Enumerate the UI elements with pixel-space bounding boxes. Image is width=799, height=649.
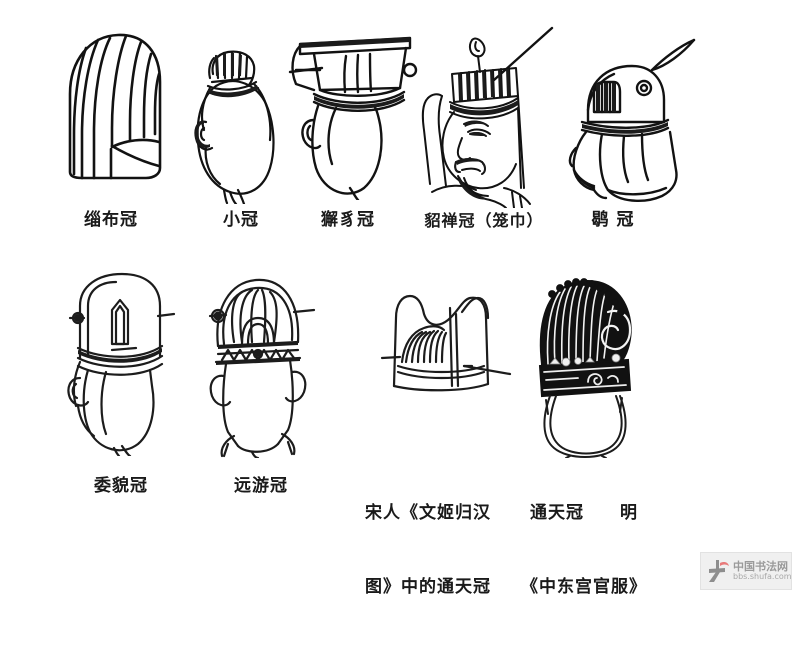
watermark-site-name: 中国书法网 [733, 559, 788, 573]
label-xiezhi-guan: 獬豸冠 [321, 210, 375, 230]
label-diaochan-guan: 貂禅冠（笼巾） [424, 211, 544, 230]
label-yuanyou-guan: 远游冠 [234, 476, 288, 496]
figure-song-tongtian-guan [372, 278, 512, 398]
flat-board-cap-illustration [288, 36, 418, 200]
watermark-text: 中国书法网 bbs.shufa.com [733, 559, 792, 582]
label-ming-tongtian-line1: 通天冠 明 [530, 503, 638, 524]
figure-ming-tongtian-guan [516, 272, 648, 458]
figure-zi-bu-guan [48, 22, 188, 197]
figure-he-guan [552, 38, 697, 206]
watermark: 中国书法网 bbs.shufa.com [700, 552, 792, 590]
small-cap-profile-illustration [194, 50, 275, 204]
black-ming-tongtian-cap-illustration [538, 278, 632, 458]
illustration-board: 缁布冠 [48, 20, 792, 598]
label-ming-tongtian-guan: 通天冠 明 《中东宫官服》 [504, 452, 664, 649]
label-song-tongtian-line2: 图》中的通天冠 [365, 577, 491, 598]
striped-cloth-cap-illustration [68, 33, 162, 180]
figure-diaochan-guan [420, 20, 560, 208]
watermark-logo-icon [705, 557, 731, 585]
tall-rounded-cap-illustration [67, 272, 176, 456]
label-song-tongtian-guan: 宋人《文姬归汉 图》中的通天冠 [348, 452, 508, 649]
label-ming-tongtian-line2: 《中东宫官服》 [521, 577, 647, 598]
label-weimao-guan: 委貌冠 [94, 476, 148, 496]
watermark-url: bbs.shufa.com [733, 571, 792, 581]
plumed-helmet-cap-illustration [568, 38, 696, 202]
figure-weimao-guan [56, 266, 186, 456]
ribbed-tongtian-cap-illustration [380, 294, 512, 392]
label-xiao-guan: 小冠 [223, 210, 259, 230]
figure-yuanyou-guan [190, 268, 322, 458]
figure-xiezhi-guan [288, 28, 428, 200]
front-view-ornate-cap-illustration [208, 278, 316, 458]
label-he-guan: 鹖 冠 [591, 210, 635, 230]
label-zi-bu-guan: 缁布冠 [84, 210, 138, 230]
official-portrait-cap-illustration [421, 26, 554, 208]
label-song-tongtian-line1: 宋人《文姬归汉 [365, 503, 491, 524]
figure-xiao-guan [186, 26, 296, 204]
